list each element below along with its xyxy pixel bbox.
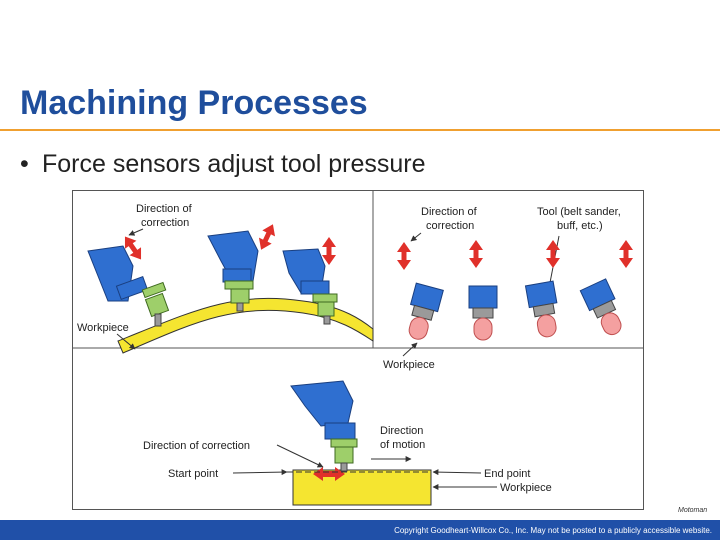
sander-tool-4 [579, 278, 622, 336]
correction-arrow-7 [619, 240, 633, 268]
force-sensor-diagram: Direction of correction Workpiece Direct… [72, 190, 644, 510]
label-workpiece-1: Workpiece [77, 322, 129, 334]
bullet-text: Force sensors adjust tool pressure [42, 150, 426, 178]
sander-tool-2 [468, 285, 498, 341]
footer-bar: Copyright Goodheart-Willcox Co., Inc. Ma… [0, 520, 720, 540]
title-divider [0, 129, 720, 131]
bullet-point: • Force sensors adjust tool pressure [20, 150, 426, 179]
label-direction-correction-1b: correction [141, 217, 189, 229]
flat-workpiece [292, 469, 432, 506]
sander-tool-3 [524, 280, 558, 338]
slide-title: Machining Processes [20, 84, 368, 122]
label-end-point: End point [484, 468, 530, 480]
robot-arm-2 [207, 230, 259, 312]
label-direction-correction-2b: correction [426, 220, 474, 232]
robot-arm-3 [282, 248, 338, 325]
label-direction-motion-a: Direction [380, 425, 423, 437]
label-direction-correction-1a: Direction of [136, 203, 193, 215]
correction-arrow-3 [322, 237, 336, 265]
label-tool-a: Tool (belt sander, [537, 206, 621, 218]
robot-arm-1 [87, 245, 170, 327]
label-direction-correction-2a: Direction of [421, 206, 478, 218]
label-direction-motion-b: of motion [380, 439, 425, 451]
curved-workpiece [117, 297, 374, 354]
correction-arrow-4 [397, 242, 411, 270]
image-credit: Motoman [678, 507, 708, 514]
correction-arrow-2 [254, 221, 280, 253]
label-workpiece-3: Workpiece [500, 482, 552, 494]
diagram-svg: Direction of correction Workpiece Direct… [73, 191, 643, 506]
label-tool-b: buff, etc.) [557, 220, 603, 232]
correction-arrow-horizontal [313, 467, 345, 481]
bullet-dot: • [20, 150, 29, 178]
label-start-point: Start point [168, 468, 218, 480]
label-workpiece-2: Workpiece [383, 359, 435, 371]
label-direction-correction-3: Direction of correction [143, 440, 250, 452]
robot-arm-4 [290, 380, 358, 472]
copyright-text: Copyright Goodheart-Willcox Co., Inc. Ma… [394, 526, 712, 535]
correction-arrow-5 [469, 240, 483, 268]
sander-tool-1 [408, 282, 444, 340]
